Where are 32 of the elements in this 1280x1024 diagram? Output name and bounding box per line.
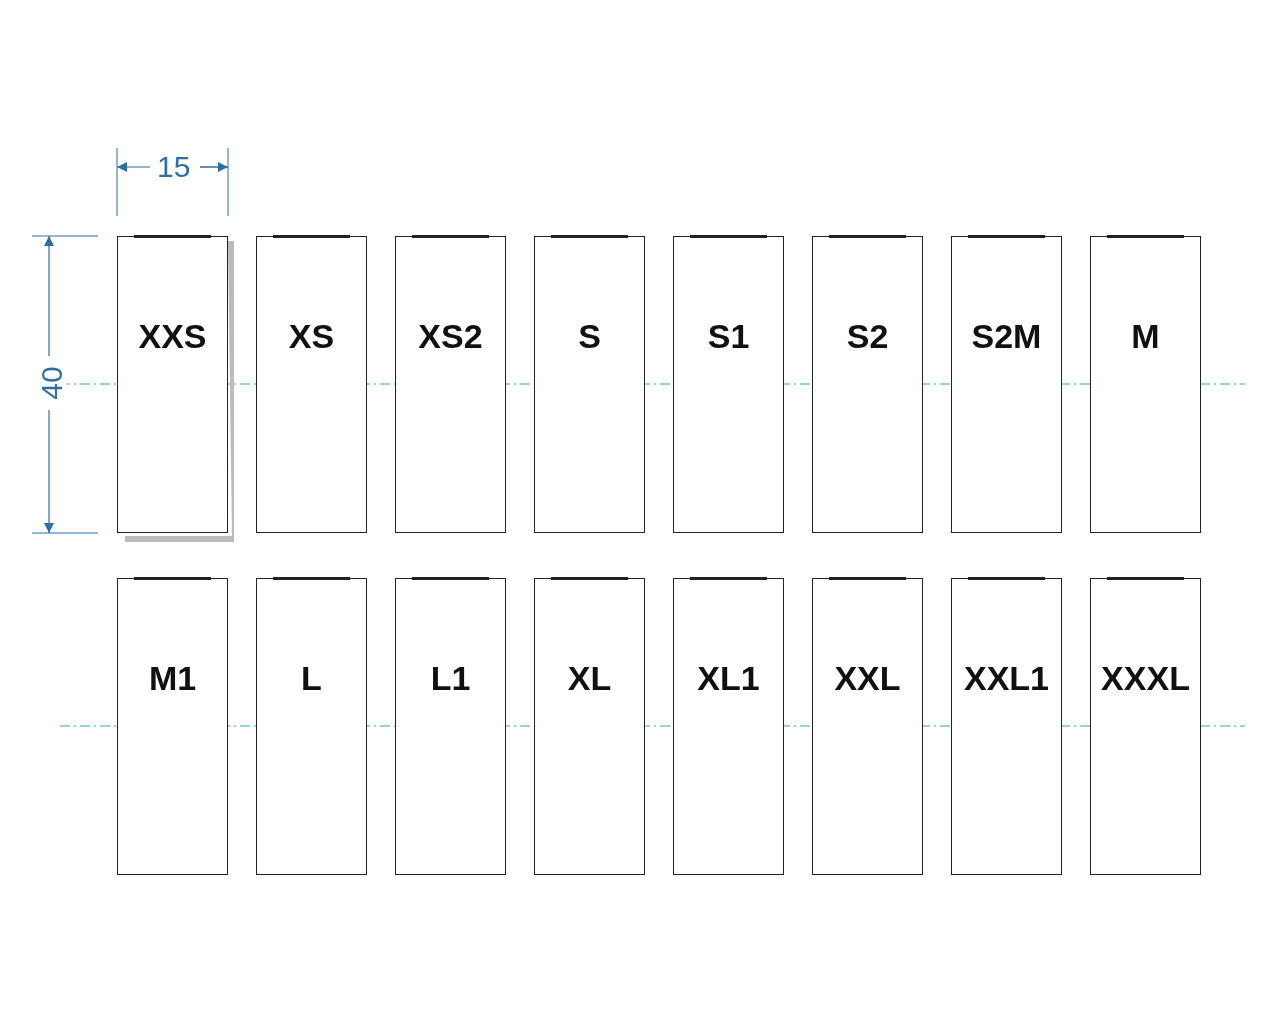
size-label-tag	[395, 236, 506, 533]
size-text: S2M	[970, 317, 1043, 356]
size-label-tag	[395, 578, 506, 875]
size-label-tag	[1090, 578, 1201, 875]
size-label-tag	[117, 578, 228, 875]
size-text: M	[1130, 317, 1161, 356]
size-text: S2	[845, 317, 890, 356]
size-label-tag	[951, 236, 1062, 533]
size-text: L1	[429, 659, 472, 698]
size-text: XL	[566, 659, 613, 698]
size-label-tag	[256, 578, 367, 875]
size-text: L	[300, 659, 323, 698]
size-text: XXXL	[1100, 659, 1191, 698]
size-label-tag	[534, 578, 645, 875]
size-text: S	[577, 317, 602, 356]
size-text: XS2	[417, 317, 484, 356]
size-label-tag	[1090, 236, 1201, 533]
size-label-tag	[812, 578, 923, 875]
size-label-tag	[117, 236, 228, 533]
size-text: XXS	[137, 317, 208, 356]
size-text: XL1	[696, 659, 761, 698]
size-label-tag	[256, 236, 367, 533]
size-text: S1	[706, 317, 751, 356]
size-text: M1	[147, 659, 198, 698]
size-label-tag	[673, 236, 784, 533]
size-text: XXL	[833, 659, 902, 698]
size-label-tag	[534, 236, 645, 533]
size-text: XXL1	[962, 659, 1050, 698]
size-label-tag	[812, 236, 923, 533]
size-label-tag	[951, 578, 1062, 875]
size-text: XS	[287, 317, 336, 356]
size-label-tag	[673, 578, 784, 875]
